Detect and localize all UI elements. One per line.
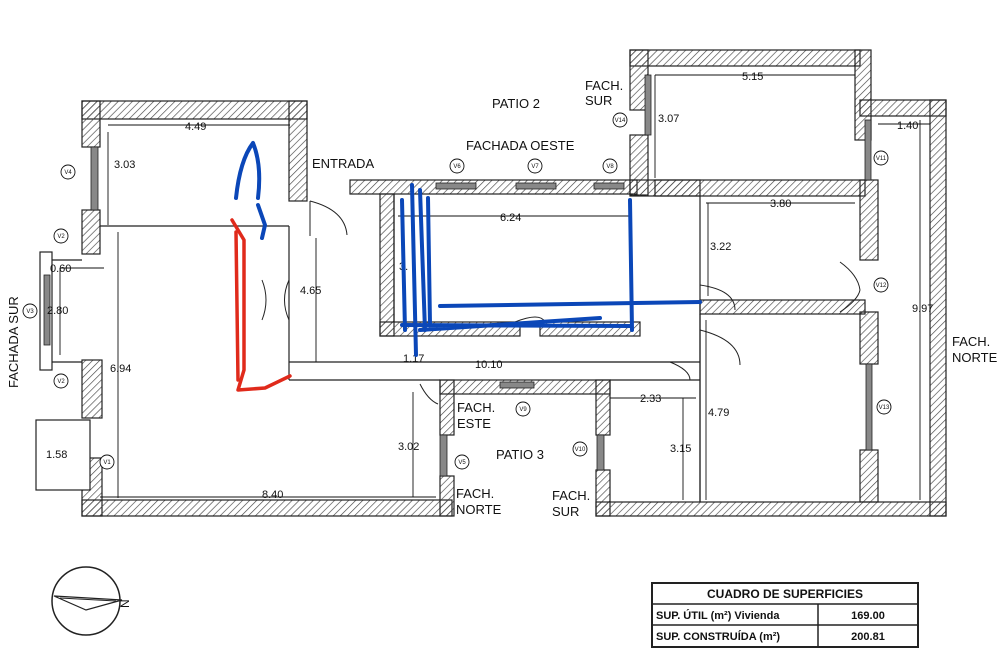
dim-10-10: 10.10 [475, 359, 503, 371]
surface-table-row-label: SUP. CONSTRUÍDA (m²) [656, 630, 780, 643]
window-label-v2-bottom: V2 [57, 379, 65, 385]
dim-6-24: 6.24 [500, 212, 521, 224]
dim-0-60: 0.60 [50, 263, 71, 275]
dim-3-22: 3.22 [710, 241, 731, 253]
label-fach-este-1: FACH. [457, 400, 495, 415]
window-marker-v2-bottom [53, 373, 69, 389]
dim-1-17: 1.17 [403, 353, 424, 365]
window-label-v3: V3 [26, 309, 34, 315]
window-label-v13: V13 [879, 405, 890, 411]
window-marker-v4 [60, 164, 76, 180]
dim-3-02: 3.02 [398, 441, 419, 453]
window-marker-v11 [873, 150, 889, 166]
label-fachada-sur-left: FACHADA SUR [6, 296, 21, 388]
surface-table: CUADRO DE SUPERFICIES SUP. ÚTIL (m²) Viv… [651, 582, 919, 648]
dim-2-80: 2.80 [47, 305, 68, 317]
window-marker-v6 [449, 158, 465, 174]
window-marker-v10 [572, 441, 588, 457]
window-marker-v2-top [53, 228, 69, 244]
label-entrada: ENTRADA [312, 156, 374, 171]
dim-2-33: 2.33 [640, 393, 661, 405]
label-fach-sur-top-2: SUR [585, 93, 612, 108]
dim-4-65: 4.65 [300, 285, 321, 297]
window-marker-v8 [602, 158, 618, 174]
label-fach-sur-top-1: FACH. [585, 78, 623, 93]
dimension-labels: 4.49 3.03 0.60 2.80 6.94 1.58 4.65 8.40 … [46, 71, 933, 501]
window-label-v6: V6 [453, 164, 461, 170]
label-patio-3: PATIO 3 [496, 447, 544, 462]
dim-1-58: 1.58 [46, 449, 67, 461]
dim-3-07: 3.07 [658, 113, 679, 125]
label-fach-norte-right-2: NORTE [952, 350, 998, 365]
dim-8-40: 8.40 [262, 489, 283, 501]
window-label-v7: V7 [531, 164, 539, 170]
window-label-v5: V5 [458, 460, 466, 466]
window-marker-v12 [873, 277, 889, 293]
window-label-v11: V11 [876, 156, 887, 162]
window-markers [22, 112, 892, 470]
window-marker-v5 [454, 454, 470, 470]
label-fach-sur-bottom-1: FACH. [552, 488, 590, 503]
window-label-v14: V14 [615, 118, 626, 124]
window-label-v10: V10 [575, 447, 586, 453]
window-label-v2-top: V2 [57, 234, 65, 240]
red-marker-annotations [230, 218, 292, 392]
compass-north-label: N [118, 599, 132, 608]
window-label-v1: V1 [103, 460, 111, 466]
dimension-lines [59, 74, 930, 500]
dim-4-49: 4.49 [185, 121, 206, 133]
dim-5-15: 5.15 [742, 71, 763, 83]
surface-table-title: CUADRO DE SUPERFICIES [707, 587, 863, 601]
compass: N [51, 566, 132, 636]
label-fach-este-2: ESTE [457, 416, 491, 431]
window-marker-v14 [612, 112, 628, 128]
window-marker-v3 [22, 303, 38, 319]
window-label-v8: V8 [606, 164, 614, 170]
dim-9-97: 9.97 [912, 303, 933, 315]
window-marker-v1 [99, 454, 115, 470]
dim-3-15: 3.15 [670, 443, 691, 455]
blue-marker-annotations [234, 141, 702, 357]
compass-needle [53, 595, 123, 611]
window-marker-v7 [527, 158, 543, 174]
label-fach-norte-bottom-2: NORTE [456, 502, 502, 517]
window-label-v12: V12 [876, 283, 887, 289]
surface-table-row-value: 169.00 [851, 610, 885, 622]
window-label-v9: V9 [519, 407, 527, 413]
area-labels: ENTRADA PATIO 2 PATIO 3 FACHADA OESTE FA… [6, 78, 998, 519]
dim-4-79: 4.79 [708, 407, 729, 419]
dim-6-94: 6.94 [110, 363, 131, 375]
label-fachada-oeste: FACHADA OESTE [466, 138, 575, 153]
surface-table-row-value: 200.81 [851, 631, 885, 643]
dim-3-03: 3.03 [114, 159, 135, 171]
label-fach-sur-bottom-2: SUR [552, 504, 579, 519]
window-marker-v13 [876, 399, 892, 415]
surface-table-frame [651, 582, 919, 648]
dim-1-40: 1.40 [897, 120, 918, 132]
window-marker-v9 [515, 401, 531, 417]
label-fach-norte-bottom-1: FACH. [456, 486, 494, 501]
label-patio-2: PATIO 2 [492, 96, 540, 111]
label-fach-norte-right-1: FACH. [952, 334, 990, 349]
window-label-v4: V4 [64, 170, 72, 176]
surface-table-row-label: SUP. ÚTIL (m²) Vivienda [656, 609, 780, 622]
dim-3-80: 3.80 [770, 198, 791, 210]
walls [35, 49, 947, 517]
window-frames [43, 74, 873, 477]
window-marker-labels: V4 V2 V3 V2 V1 V5 V6 V7 V8 V9 V10 V11 V1… [26, 118, 890, 466]
